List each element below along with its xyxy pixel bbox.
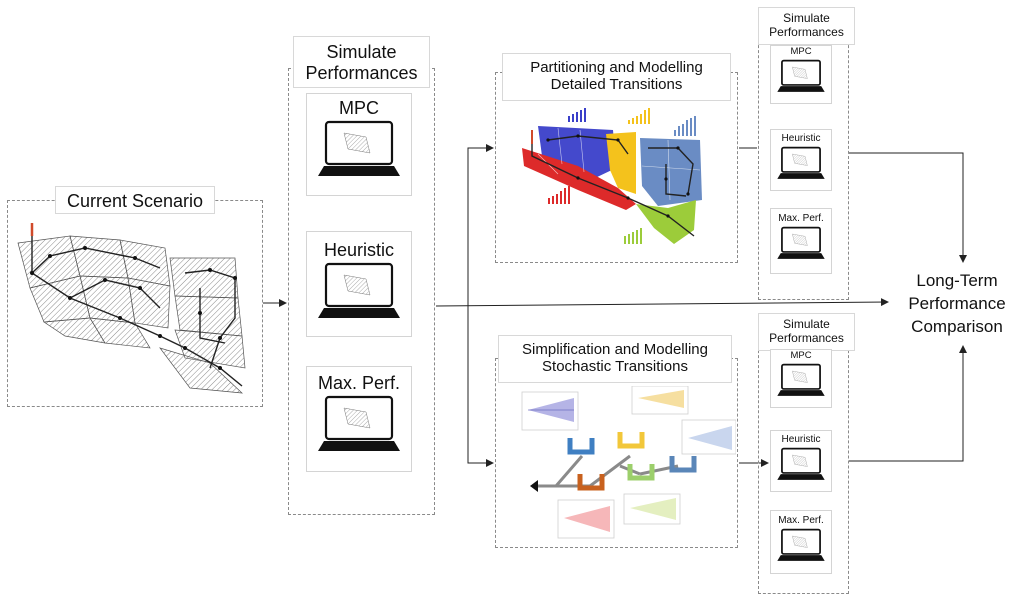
partitioning-title-line2: Detailed Transitions bbox=[550, 76, 683, 94]
simplified-tank-network-image bbox=[521, 386, 736, 539]
simplification-title-line1: Simplification and Modelling bbox=[522, 341, 708, 358]
simplification-title: Simplification and Modelling Stochastic … bbox=[498, 335, 732, 383]
controller-card-mpc: MPC bbox=[306, 93, 412, 196]
controller-card-mpc-top: MPC bbox=[770, 45, 832, 104]
simulate-bottom-title: Simulate Performances bbox=[758, 313, 855, 351]
simplification-title-line2: Stochastic Transitions bbox=[542, 358, 688, 376]
controller-label-mpc: MPC bbox=[339, 98, 379, 118]
partitioning-title: Partitioning and Modelling Detailed Tran… bbox=[502, 53, 731, 101]
output-line2: Performance bbox=[908, 293, 1006, 313]
laptop-icon bbox=[777, 528, 825, 561]
fan-plot-thumbnail bbox=[681, 419, 736, 455]
arrow-to-partitioning bbox=[467, 144, 494, 306]
simulate-top-title-line1: Simulate bbox=[783, 11, 830, 25]
arrow-top-to-comparison bbox=[849, 152, 967, 263]
controller-card-heuristic: Heuristic bbox=[306, 231, 412, 337]
laptop-icon bbox=[777, 226, 825, 259]
partitioned-network-image bbox=[522, 108, 702, 244]
arrow-to-comparison bbox=[435, 298, 889, 307]
simulate-main-title: Simulate Performances bbox=[293, 36, 430, 88]
controller-card-maxperf-bottom: Max. Perf. bbox=[770, 510, 832, 574]
controller-card-mpc-bottom: MPC bbox=[770, 349, 832, 408]
output-line1: Long-Term bbox=[916, 271, 998, 290]
fan-plot-thumbnail bbox=[521, 391, 579, 431]
laptop-icon bbox=[777, 146, 825, 179]
simulate-bottom-title-line2: Performances bbox=[769, 330, 844, 345]
controller-card-maxperf: Max. Perf. bbox=[306, 366, 412, 472]
output-line3: Comparison bbox=[911, 316, 1003, 336]
fan-plot-thumbnail bbox=[557, 499, 615, 539]
simulate-main-title-line1: Simulate bbox=[326, 42, 397, 62]
controller-label-maxperf-bottom: Max. Perf. bbox=[778, 515, 824, 526]
laptop-icon bbox=[777, 59, 825, 92]
arrow-bottom-to-comparison bbox=[849, 345, 967, 462]
simulate-bottom-title-line1: Simulate bbox=[783, 317, 830, 331]
partitioning-title-line1: Partitioning and Modelling bbox=[530, 59, 703, 76]
controller-card-maxperf-top: Max. Perf. bbox=[770, 208, 832, 274]
controller-label-heuristic: Heuristic bbox=[323, 240, 394, 260]
laptop-icon bbox=[777, 447, 825, 480]
laptop-icon bbox=[777, 363, 825, 396]
simulate-main-title-line2: Performances bbox=[305, 62, 418, 83]
fan-plot-thumbnail bbox=[631, 386, 689, 415]
controller-label-heuristic-bottom: Heuristic bbox=[781, 434, 821, 445]
current-scenario-title: Current Scenario bbox=[55, 186, 215, 214]
controller-card-heuristic-bottom: Heuristic bbox=[770, 430, 832, 492]
laptop-icon bbox=[318, 262, 400, 318]
long-term-comparison-label: Long-Term Performance Comparison bbox=[902, 270, 1012, 339]
laptop-icon bbox=[318, 120, 400, 176]
controller-label-mpc-top: MPC bbox=[790, 46, 812, 57]
simulate-top-title-line2: Performances bbox=[769, 24, 844, 39]
fan-plot-thumbnail bbox=[623, 493, 681, 525]
controller-label-mpc-bottom: MPC bbox=[790, 350, 812, 361]
controller-card-heuristic-top: Heuristic bbox=[770, 129, 832, 191]
network-map-image bbox=[17, 223, 246, 394]
arrow-to-simplification bbox=[467, 306, 494, 467]
controller-label-maxperf: Max. Perf. bbox=[317, 373, 401, 393]
simulate-top-title: Simulate Performances bbox=[758, 7, 855, 45]
controller-label-maxperf-top: Max. Perf. bbox=[778, 213, 824, 224]
controller-label-heuristic-top: Heuristic bbox=[781, 133, 821, 144]
current-scenario-title-text: Current Scenario bbox=[66, 191, 204, 211]
laptop-icon bbox=[318, 395, 400, 451]
